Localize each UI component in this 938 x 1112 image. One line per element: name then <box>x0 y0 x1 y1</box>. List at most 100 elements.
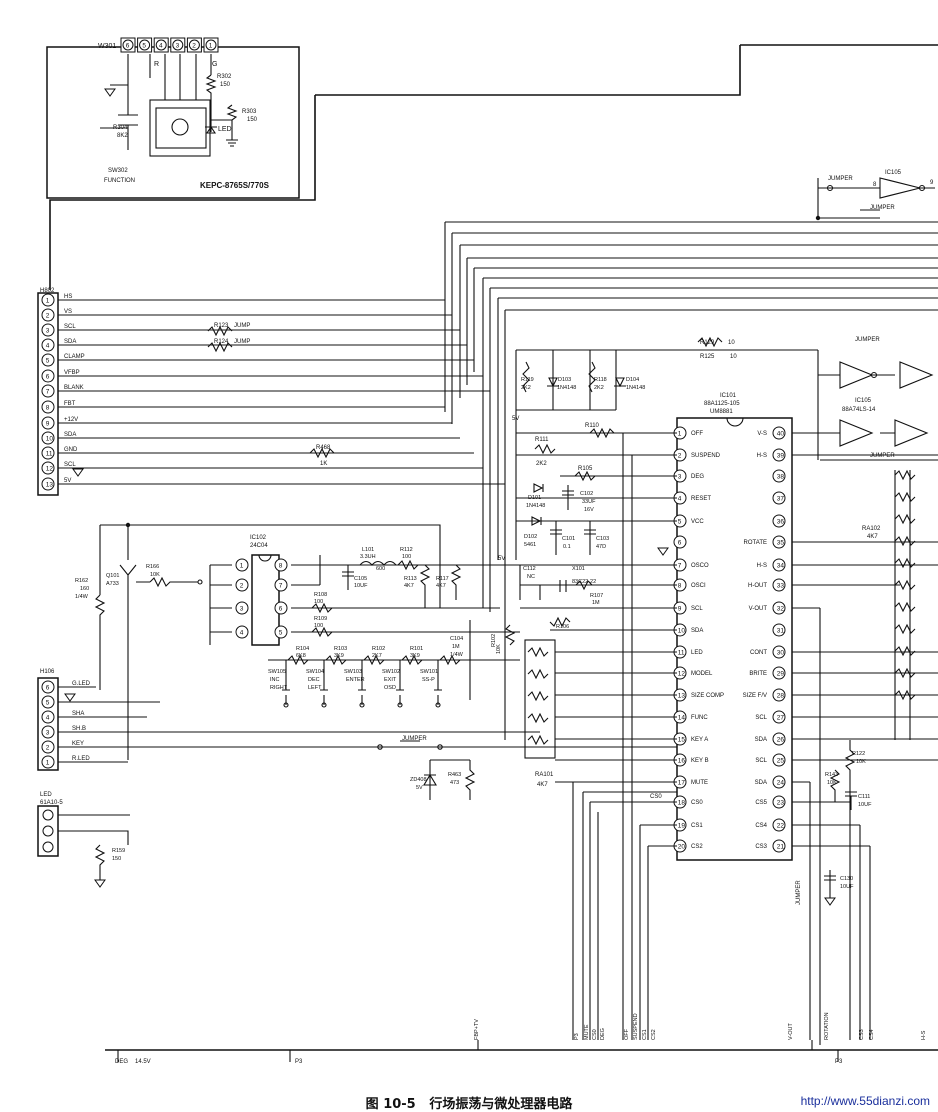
r124-val: JUMP <box>234 339 250 345</box>
r302-ref: R302 <box>217 74 232 80</box>
zd408-ref: ZD408 <box>410 777 427 783</box>
d103-val: 1N4148 <box>557 385 576 391</box>
r102-val: 10K <box>496 644 502 654</box>
h802-pin-num: 1 <box>46 298 50 305</box>
switch-ref: SW101 <box>420 669 438 675</box>
bottom-signal-label: CS3 <box>859 1029 865 1040</box>
r108-ref: R108 <box>314 592 327 598</box>
c104-ref: C104 <box>450 636 463 642</box>
ic101-right-pin: 34 <box>772 558 786 572</box>
w301-model: KEPC-8765S/770S <box>200 181 270 190</box>
h802-signal-label: GND <box>64 447 78 453</box>
ic101-left-pin-num: 20 <box>678 844 686 851</box>
ic101-right-pin-num: 22 <box>777 823 785 830</box>
ic101-right-pin: 40 <box>772 426 786 440</box>
ic101-left-pin-num: 2 <box>678 453 682 460</box>
ic101-left-pin: 17 <box>673 775 687 789</box>
ic102-left-pin-num: 3 <box>240 606 244 613</box>
ic102-part: 24C04 <box>250 543 268 549</box>
w301-pin-num: 4 <box>159 43 163 50</box>
r159-val: 150 <box>112 856 121 862</box>
ic101-left-pin-label: KEY A <box>691 737 708 743</box>
ic101-left-pin-num: 15 <box>678 737 686 744</box>
ic101-left-pin-num: 12 <box>678 671 686 678</box>
ic101-right-pin-num: 26 <box>777 737 785 744</box>
ic101-left-pin-label: LED <box>691 650 703 656</box>
h802-pin: 3 <box>41 323 55 337</box>
c130-ref: C130 <box>840 876 853 882</box>
switch-label-1: INC <box>270 677 280 683</box>
h802-pin: 1 <box>41 293 55 307</box>
ic101-right-pin-label: SCL <box>755 715 767 721</box>
frame-border <box>49 44 938 290</box>
h802-pin: 4 <box>41 338 55 352</box>
bottom-signal-label: CS4 <box>869 1029 875 1040</box>
ic101-right-pin-num: 30 <box>777 650 785 657</box>
ic101-right-pin: 36 <box>772 514 786 528</box>
ic101-right-pin: 31 <box>772 623 786 637</box>
h802-pin-num: 10 <box>46 436 54 443</box>
ic101-right-pin-num: 29 <box>777 671 785 678</box>
h106-pin-num: 6 <box>46 685 50 692</box>
ic101-left-pin-num: 14 <box>678 715 686 722</box>
c111-ref: C111 <box>858 794 870 800</box>
bottom-signal-label: V-OUT <box>788 1023 794 1040</box>
ic102-left-pin: 2 <box>235 578 249 592</box>
ic101-right-pin-num: 39 <box>777 453 785 460</box>
ground-icon <box>64 693 76 702</box>
switch-resistor-val: 2K7 <box>372 653 382 659</box>
ic101-left-pin-num: 9 <box>678 606 682 613</box>
ic101-left-pin-label: SUSPEND <box>691 453 721 459</box>
r125-val: 10 <box>730 354 737 360</box>
bottom-p3: P3 <box>295 1059 303 1065</box>
ic101-right-pin: 22 <box>772 818 786 832</box>
bottom-14v5: 14.5V <box>135 1059 151 1065</box>
r123-ref: R123 <box>214 323 229 329</box>
h802-signal-label: 5V <box>64 478 71 484</box>
c103-val: 47D <box>596 544 606 550</box>
h106-pin: 3 <box>41 725 55 739</box>
c102-ref: C102 <box>580 491 593 497</box>
h106-pin: 1 <box>41 755 55 769</box>
h106-label: H106 <box>40 669 55 675</box>
function-switch-knob-icon <box>171 118 189 136</box>
h802-pin-num: 4 <box>46 343 50 350</box>
ic101-right-pin-num: 40 <box>777 431 785 438</box>
ic101-left-pin-label: CS0 <box>691 800 703 806</box>
ic101-left-pin-num: 18 <box>678 800 686 807</box>
ic105-part: 88A74LS-14 <box>842 407 876 413</box>
ic101-right-pin-num: 37 <box>777 496 785 503</box>
ic101-right-pin-num: 32 <box>777 606 785 613</box>
ic101-left-pin-label: MODEL <box>691 671 713 677</box>
ic101-left-pin-label: KEY B <box>691 758 709 764</box>
r129-ref: R129 <box>700 340 715 346</box>
watermark: http://www.55dianzi.com <box>800 1094 930 1108</box>
ic102-right-pin-num: 8 <box>279 563 283 570</box>
h802-pin: 8 <box>41 400 55 414</box>
ic101-left-pin: 6 <box>673 535 687 549</box>
x101-val: 83C22-22 <box>572 579 596 585</box>
switch-resistor-ref: R102 <box>372 646 385 652</box>
sw302-label: FUNCTION <box>104 178 135 184</box>
switch-resistor-ref: R101 <box>410 646 423 652</box>
h802-connector: H802 1HS2VS3SCL4SDA5CLAMP6VFBP7BLANK8FBT… <box>37 288 85 496</box>
ic102-right-pin: 8 <box>274 558 288 572</box>
r166-val: 10K <box>150 572 160 578</box>
net-5v-osc: 5V <box>498 556 505 562</box>
switch-resistor-ref: R104 <box>296 646 309 652</box>
ic101-part2: UM8881 <box>710 409 733 415</box>
h802-signal-label: VFBP <box>64 370 80 376</box>
r119-val: 2K2 <box>521 385 531 391</box>
bottom-signal-label: ROTATION <box>824 1012 830 1040</box>
h802-pin: 5 <box>41 353 55 367</box>
ra101: RA101 4K7 <box>524 639 556 788</box>
l101-val2: 600 <box>376 566 385 572</box>
h802-pin: 11 <box>41 446 55 460</box>
r162-val: 160 <box>80 586 89 592</box>
d101-ref: D101 <box>528 495 541 501</box>
switch-label-1: DEC <box>308 677 320 683</box>
c112-ref: C112 <box>523 566 536 572</box>
r463-ref: R463 <box>448 772 461 778</box>
